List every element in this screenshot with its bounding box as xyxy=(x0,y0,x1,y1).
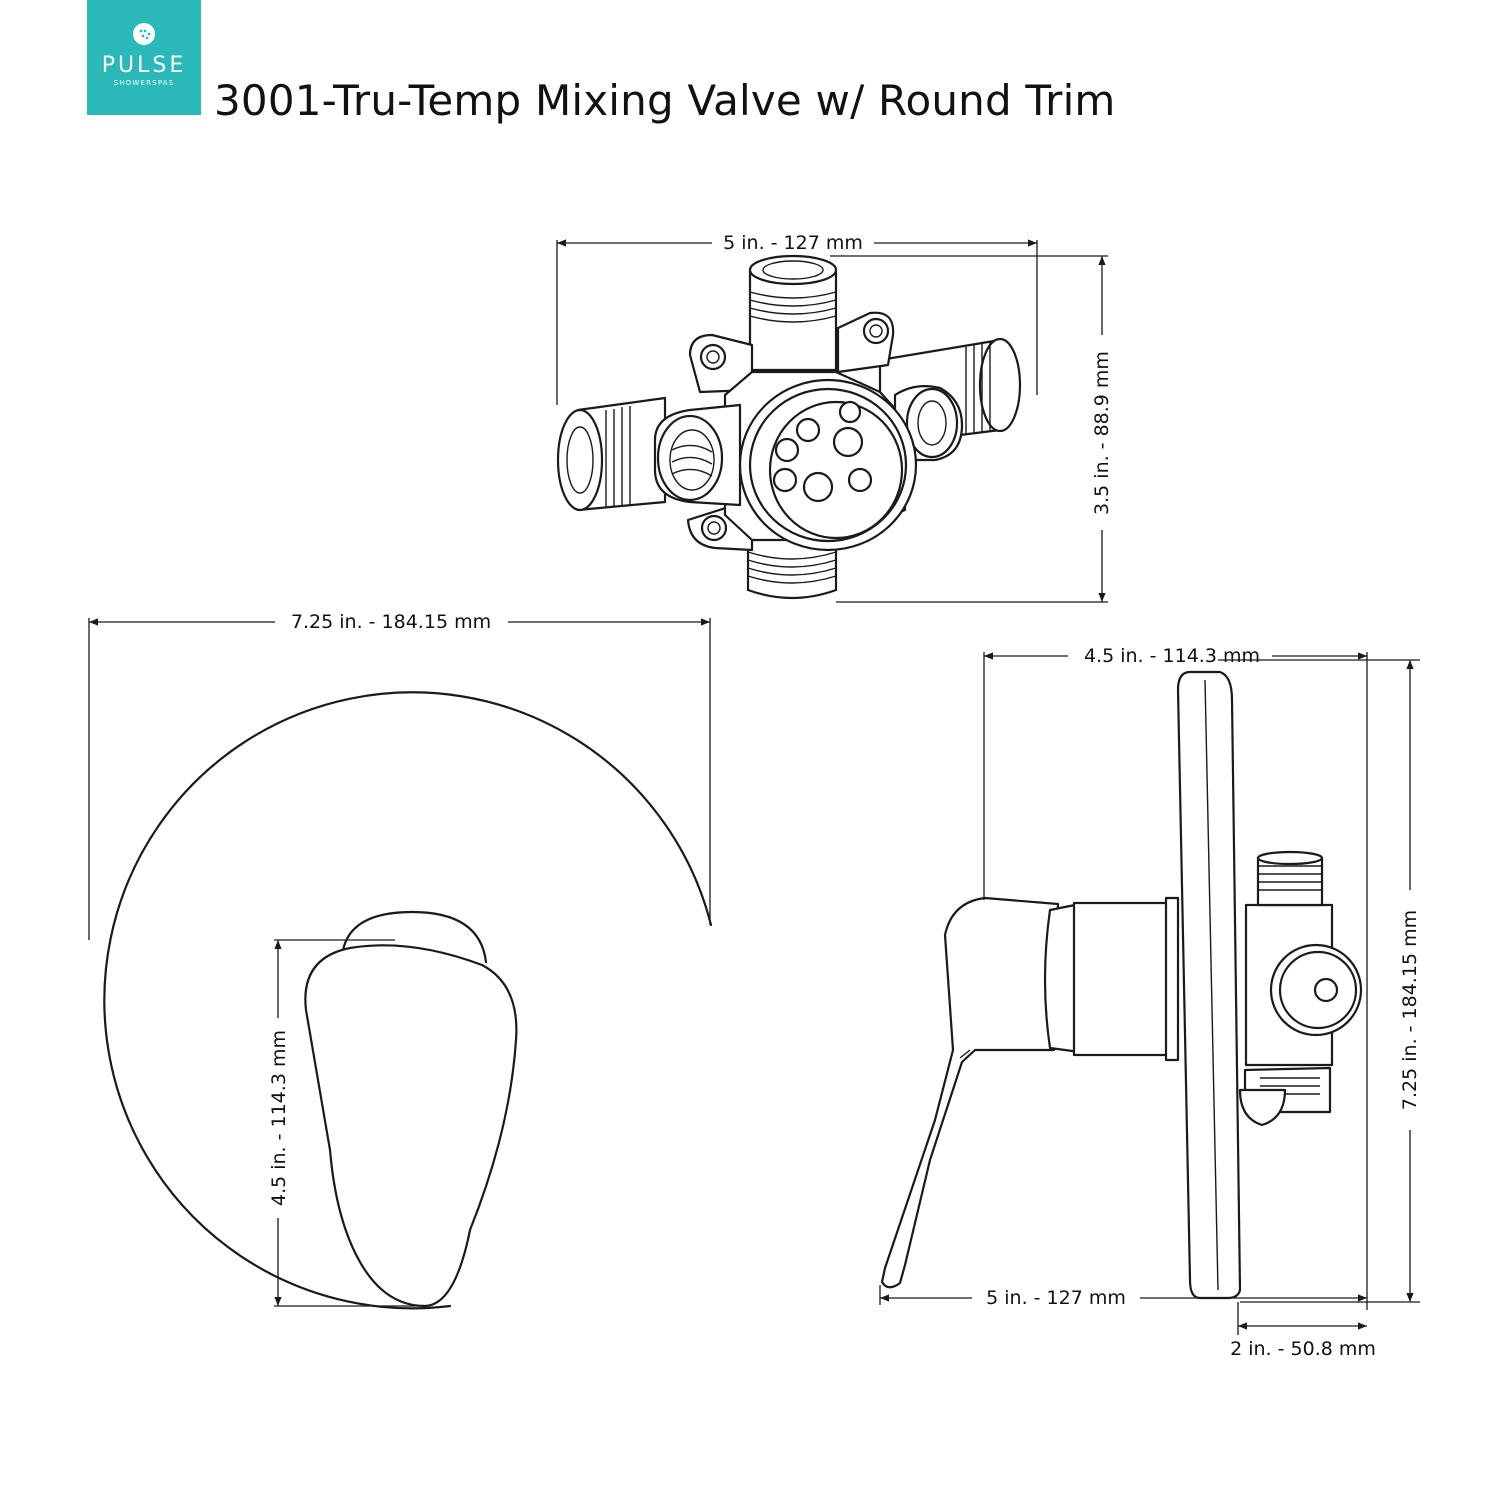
trim-diameter-dimension: 7.25 in. - 184.15 mm xyxy=(88,611,711,940)
side-bottom-depth-dimension: 5 in. - 127 mm xyxy=(879,1285,1367,1309)
shower-head-icon xyxy=(133,23,155,45)
pulse-logo: PULSE SHOWERSPAS xyxy=(87,0,201,115)
mounting-ear-top-left xyxy=(688,333,754,394)
handle-height-label: 4.5 in. - 114.3 mm xyxy=(268,1030,290,1206)
trim-side-view xyxy=(880,670,1363,1300)
handle-height-dimension: 4.5 in. - 114.3 mm xyxy=(268,939,425,1307)
side-back-depth-label: 2 in. - 50.8 mm xyxy=(1230,1338,1376,1360)
brand-tagline: SHOWERSPAS xyxy=(114,79,175,87)
brand-name: PULSE xyxy=(102,53,187,78)
valve-width-label: 5 in. - 127 mm xyxy=(723,232,863,254)
valve-height-label: 3.5 in. - 88.9 mm xyxy=(1091,351,1113,515)
side-height-label: 7.25 in. - 184.15 mm xyxy=(1399,910,1421,1110)
page-title: 3001-Tru-Temp Mixing Valve w/ Round Trim xyxy=(214,76,1116,125)
valve-height-dimension: 3.5 in. - 88.9 mm xyxy=(830,255,1113,603)
trim-diameter-label: 7.25 in. - 184.15 mm xyxy=(291,611,491,633)
valve-width-dimension: 5 in. - 127 mm xyxy=(556,232,1038,405)
side-top-depth-label: 4.5 in. - 114.3 mm xyxy=(1084,645,1260,667)
mounting-ear-top-right xyxy=(836,311,895,374)
side-bottom-depth-label: 5 in. - 127 mm xyxy=(986,1287,1126,1309)
valve-body-drawing xyxy=(556,254,1022,600)
side-back-depth-dimension: 2 in. - 50.8 mm xyxy=(1230,1302,1376,1360)
trim-front-view xyxy=(103,691,713,1310)
side-top-depth-dimension: 4.5 in. - 114.3 mm xyxy=(983,645,1368,1310)
side-height-dimension: 7.25 in. - 184.15 mm xyxy=(1218,659,1421,1303)
